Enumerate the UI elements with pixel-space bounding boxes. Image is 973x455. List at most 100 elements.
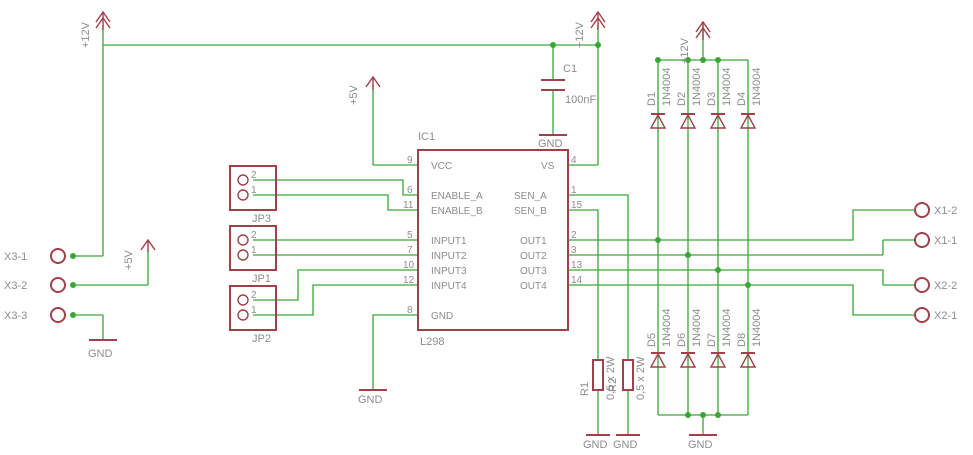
pin-num: 2 [571, 230, 577, 241]
diode-d1: D1 1N4004 [646, 67, 673, 129]
diode-ref: D5 [646, 333, 658, 347]
jp-pin: 2 [251, 230, 257, 241]
pin-name: ENABLE_A [431, 191, 483, 202]
p12v-symbol-diodes: +12V [679, 20, 711, 64]
resistor-ref: R1 [579, 382, 591, 396]
diode-ref: D3 [706, 92, 718, 106]
resistor-r1: R1 0,5 x 2W [579, 356, 617, 400]
pin-name: SEN_A [514, 191, 547, 202]
diode-d8: D8 1N4004 [736, 308, 763, 368]
p5v-symbol-x3: +5V [123, 238, 156, 270]
connector-x3-3: X3-3 [4, 307, 66, 323]
diode-ref: D1 [646, 92, 658, 106]
diode-d6: D6 1N4004 [676, 308, 703, 368]
resistor-ref: R2 [607, 378, 619, 392]
resistor-r2: R2 0,5 x 2W [607, 356, 647, 400]
pin-name: VS [541, 161, 555, 172]
resistor-value: 0,5 x 2W [605, 356, 617, 400]
jp2-ref: JP2 [252, 333, 271, 345]
connector-label: X1-1 [934, 235, 957, 247]
pin-num: 1 [571, 185, 577, 196]
connector-label: X3-2 [4, 280, 27, 292]
diode-ref: D4 [736, 92, 748, 106]
pin-name: VCC [431, 161, 452, 172]
connector-label: X2-1 [934, 310, 957, 322]
pin-name: GND [431, 311, 453, 322]
gnd-symbol-x3: GND [88, 339, 117, 360]
diode-ref: D2 [676, 92, 688, 106]
wires [73, 25, 918, 435]
capacitor-c1: C1 100nF [541, 63, 596, 106]
jp-pin: 1 [251, 305, 257, 316]
connector-label: X3-3 [4, 310, 27, 322]
diode-ref: D6 [676, 333, 688, 347]
pin-name: ENABLE_B [431, 206, 483, 217]
diode-value: 1N4004 [661, 67, 673, 106]
p5v-label: +5V [348, 84, 360, 105]
pin-name: OUT3 [520, 266, 547, 277]
c1-value: 100nF [565, 94, 596, 106]
connector-x3-2: X3-2 [4, 277, 66, 293]
pin-num: 11 [403, 200, 414, 211]
gnd-label: GND [688, 439, 713, 451]
diode-value: 1N4004 [751, 308, 763, 347]
ic-ref: IC1 [418, 131, 435, 143]
c1-ref: C1 [563, 63, 577, 75]
pin-name: OUT2 [520, 251, 547, 262]
diode-d3: D3 1N4004 [706, 67, 733, 129]
pin-num: 5 [407, 230, 413, 241]
gnd-symbol-r2: GND [613, 434, 640, 451]
pin-num: 9 [407, 155, 413, 166]
jp1-ref: JP1 [252, 273, 271, 285]
p12v-label: +12V [574, 21, 586, 48]
connector-x1-2: X1-2 [914, 202, 957, 218]
pin-name: OUT4 [520, 281, 547, 292]
gnd-label: GND [613, 439, 638, 451]
pin-num: 8 [407, 305, 413, 316]
pin-name: INPUT1 [431, 236, 467, 247]
diode-d7: D7 1N4004 [706, 308, 733, 368]
p12v-symbol-c1: +12V [574, 10, 606, 48]
diode-value: 1N4004 [661, 308, 673, 347]
pin-num: 6 [407, 185, 413, 196]
connector-x3-1: X3-1 [4, 248, 66, 264]
connector-x1-1: X1-1 [914, 232, 957, 248]
pin-num: 13 [571, 260, 583, 271]
diode-value: 1N4004 [691, 308, 703, 347]
pin-num: 4 [571, 155, 577, 166]
diode-d2: D2 1N4004 [676, 67, 703, 129]
pin-num: 15 [571, 200, 583, 211]
junctions [70, 42, 921, 418]
jp-pin: 2 [251, 170, 257, 181]
diode-ref: D8 [736, 333, 748, 347]
gnd-symbol-ic: GND [358, 389, 387, 406]
diode-value: 1N4004 [751, 67, 763, 106]
gnd-label: GND [538, 138, 563, 150]
diode-value: 1N4004 [721, 308, 733, 347]
pin-num: 14 [571, 275, 583, 286]
p12v-symbol-left: +12V [80, 10, 111, 48]
diode-ref: D7 [706, 333, 718, 347]
pin-name: OUT1 [520, 236, 547, 247]
jp-pin: 1 [251, 185, 257, 196]
ic-value: L298 [420, 336, 444, 348]
connector-label: X1-2 [934, 205, 957, 217]
jumper-jp1: 2 1 JP1 [229, 225, 277, 285]
p5v-label: +5V [123, 249, 135, 270]
pin-name: INPUT4 [431, 281, 467, 292]
ic-l298: IC1 L298 9 VCC 6 ENABLE_A 11 ENABLE_B 5 … [403, 131, 583, 348]
gnd-symbol-diodes: GND [688, 434, 717, 451]
connector-x2-2: X2-2 [914, 277, 957, 293]
pin-num: 10 [403, 260, 415, 271]
jp-pin: 1 [251, 245, 257, 256]
diode-value: 1N4004 [691, 67, 703, 106]
diode-d4: D4 1N4004 [736, 67, 763, 129]
jp3-ref: JP3 [252, 213, 271, 225]
pin-name: SEN_B [514, 206, 547, 217]
gnd-symbol-r1: GND [583, 434, 610, 451]
jp-pin: 2 [251, 290, 257, 301]
p12v-label: +12V [80, 21, 92, 48]
gnd-label: GND [583, 439, 608, 451]
connector-x2-1: X2-1 [914, 307, 957, 323]
